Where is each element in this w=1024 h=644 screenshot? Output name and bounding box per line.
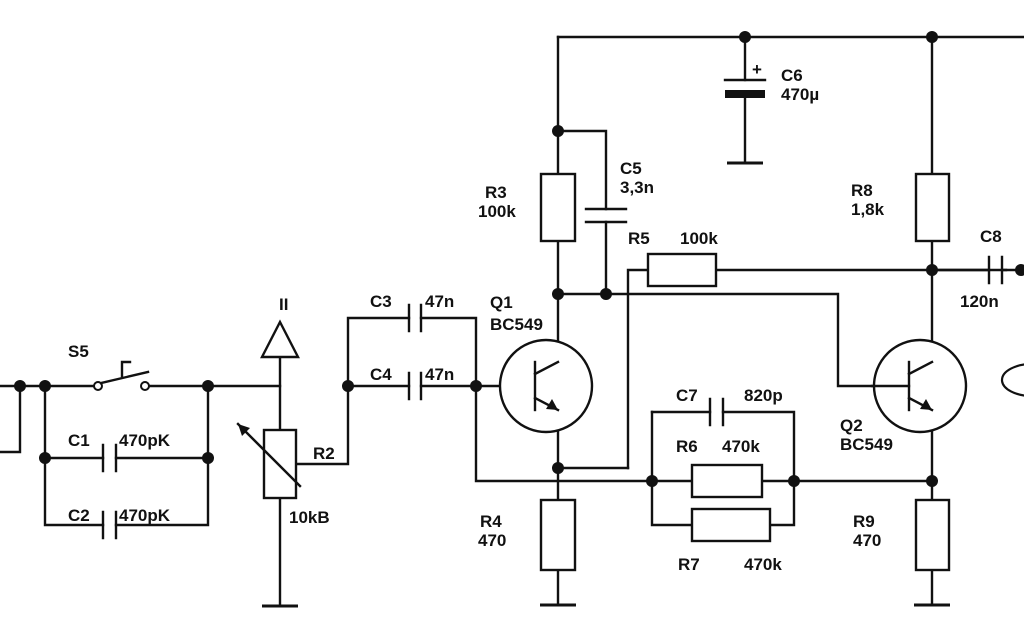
- capacitor-c5: C5 3,3n: [584, 159, 654, 224]
- c3-ref: C3: [370, 292, 392, 311]
- resistor-r3: R3 100k: [478, 172, 577, 243]
- resistor-r6: R6 470k: [676, 437, 764, 499]
- capacitor-c4: C4 47n: [370, 365, 454, 401]
- transistor-q2: Q2 BC549: [840, 338, 968, 454]
- s5-label: S5: [68, 342, 89, 361]
- capacitor-c1: C1 470pK: [68, 431, 171, 473]
- c2-ref: C2: [68, 506, 90, 525]
- q1-ref: Q1: [490, 293, 513, 312]
- r3-ref: R3: [485, 183, 507, 202]
- r8-ref: R8: [851, 181, 873, 200]
- r9-ref: R9: [853, 512, 875, 531]
- resistor-r8: R8 1,8k: [851, 172, 951, 243]
- c1-ref: C1: [68, 431, 90, 450]
- r4-value: 470: [478, 531, 506, 550]
- partial-oval: [1000, 363, 1024, 397]
- r9-value: 470: [853, 531, 881, 550]
- potentiometer-r2: II R2 10kB: [236, 295, 335, 608]
- c1-value: 470pK: [119, 431, 171, 450]
- r3-value: 100k: [478, 202, 516, 221]
- r7-value: 470k: [744, 555, 782, 574]
- c5-ref: C5: [620, 159, 642, 178]
- resistor-r5: R5 100k: [628, 229, 718, 288]
- r2-ref: R2: [313, 444, 335, 463]
- r5-value: 100k: [680, 229, 718, 248]
- c4-ref: C4: [370, 365, 392, 384]
- c7-value: 820p: [744, 386, 783, 405]
- q2-type: BC549: [840, 435, 893, 454]
- c2-value: 470pK: [119, 506, 171, 525]
- r7-ref: R7: [678, 555, 700, 574]
- q1-type: BC549: [490, 315, 543, 334]
- r4-ref: R4: [480, 512, 502, 531]
- c4-value: 47n: [425, 365, 454, 384]
- r2-value: 10kB: [289, 508, 330, 527]
- capacitor-c8: C8 120n: [960, 227, 1004, 311]
- resistor-r9: R9 470: [853, 498, 951, 607]
- c8-value: 120n: [960, 292, 999, 311]
- resistor-r4: R4 470: [478, 498, 577, 607]
- capacitor-c7: C7 820p: [676, 386, 783, 427]
- switch-s5: S5: [68, 342, 150, 391]
- c8-ref: C8: [980, 227, 1002, 246]
- capacitor-c6: + C6 470µ: [723, 60, 819, 165]
- capacitor-c3: C3 47n: [370, 292, 454, 333]
- pot-mark: II: [279, 295, 288, 314]
- transistor-q1: Q1 BC549: [490, 293, 594, 434]
- junction-dots: [14, 31, 1024, 487]
- capacitor-c2: C2 470pK: [68, 506, 171, 540]
- r5-ref: R5: [628, 229, 650, 248]
- c5-value: 3,3n: [620, 178, 654, 197]
- c6-value: 470µ: [781, 85, 819, 104]
- r6-ref: R6: [676, 437, 698, 456]
- resistor-r7: R7 470k: [678, 507, 782, 574]
- r6-value: 470k: [722, 437, 760, 456]
- c6-polarity: +: [752, 60, 762, 79]
- c6-ref: C6: [781, 66, 803, 85]
- q2-ref: Q2: [840, 416, 863, 435]
- c7-ref: C7: [676, 386, 698, 405]
- r8-value: 1,8k: [851, 200, 885, 219]
- c3-value: 47n: [425, 292, 454, 311]
